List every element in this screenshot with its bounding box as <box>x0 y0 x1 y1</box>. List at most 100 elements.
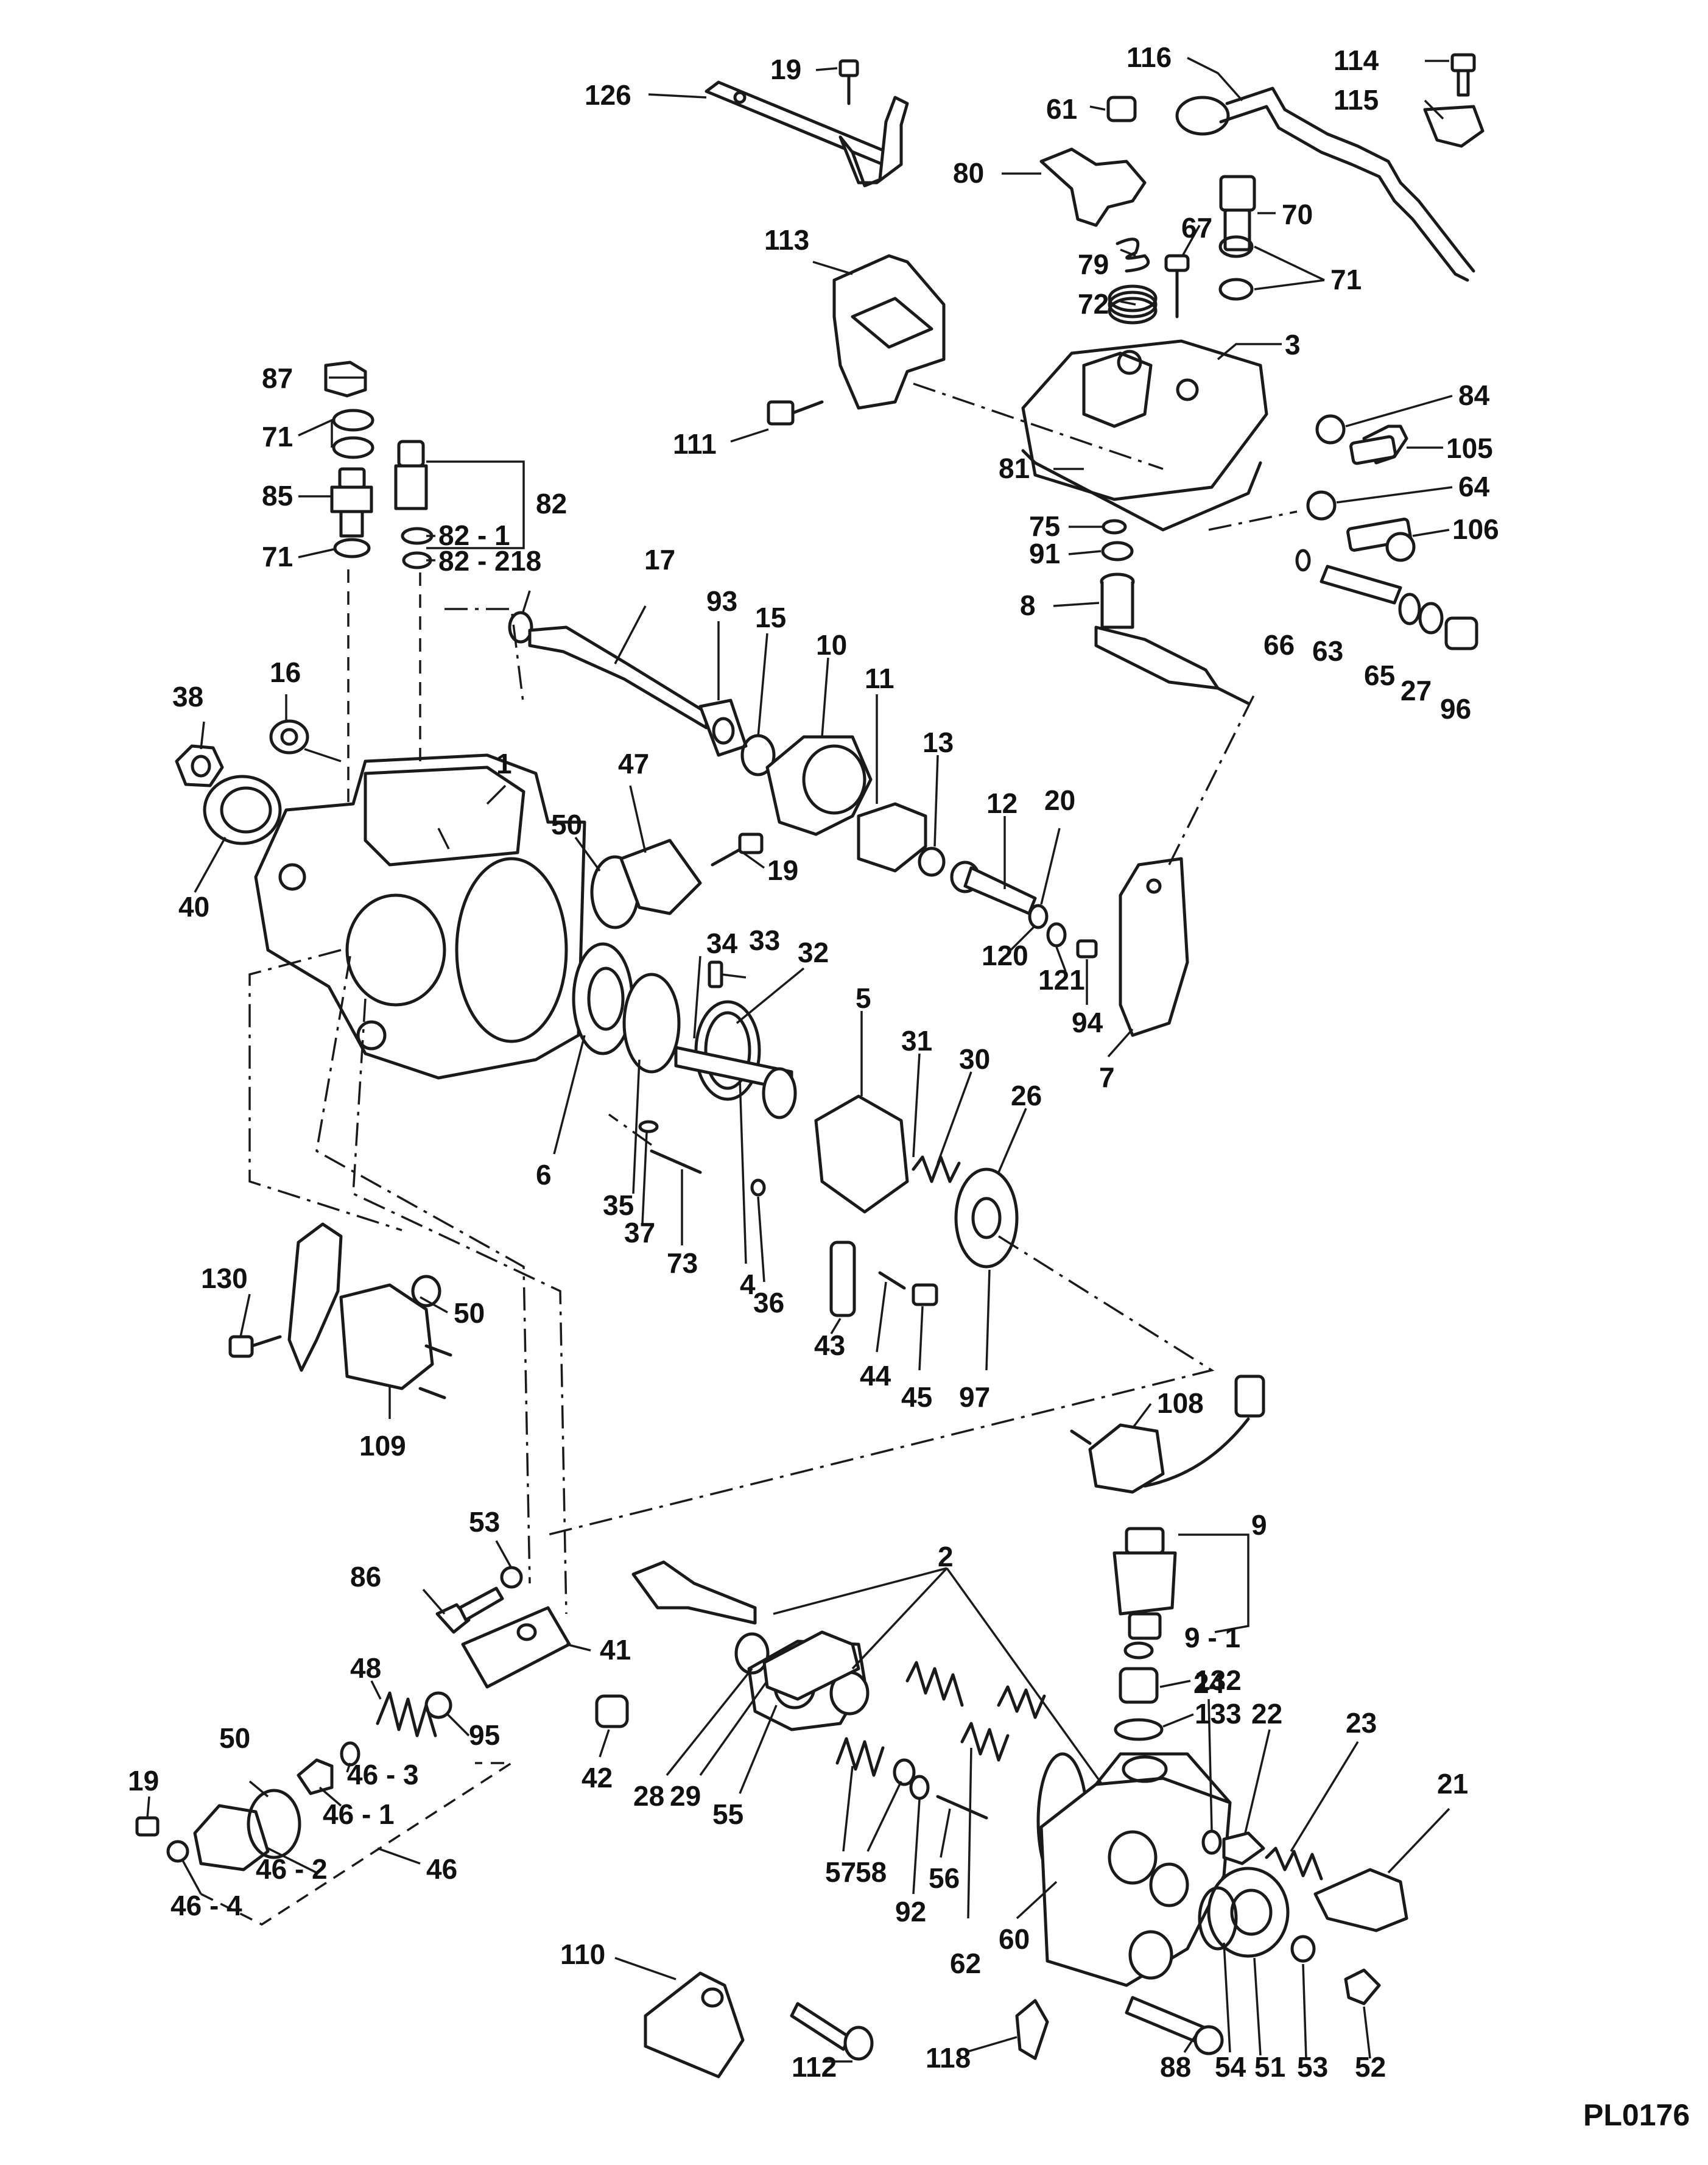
part-9-1-oring <box>1123 1641 1154 1660</box>
callout-133: 133 <box>1195 1698 1242 1730</box>
part-35-plate <box>622 973 681 1074</box>
part-56-pin <box>936 1795 988 1820</box>
part-46-valve-subassy <box>135 1741 515 1926</box>
part-96-cap <box>1444 616 1478 650</box>
part-106-bolt <box>1346 518 1416 562</box>
callout-42: 42 <box>582 1762 613 1794</box>
part-95-washer <box>424 1691 452 1719</box>
part-118-clip <box>1015 1999 1049 2060</box>
part-13-nut <box>918 847 946 877</box>
callout-5: 5 <box>856 982 871 1014</box>
callout-17: 17 <box>644 544 675 576</box>
part-75-seal <box>1102 519 1127 535</box>
part-24-washer <box>1201 1829 1222 1855</box>
callout-34: 34 <box>706 928 738 959</box>
part-79-spring <box>1116 238 1150 273</box>
callout-108: 108 <box>1157 1387 1204 1419</box>
part-54-oring <box>1198 1886 1238 1951</box>
callout-19-mid: 19 <box>767 854 798 886</box>
callout-75: 75 <box>1029 510 1060 542</box>
callout-31: 31 <box>901 1025 932 1057</box>
part-45-block <box>912 1283 938 1306</box>
part-92-washer <box>909 1775 930 1800</box>
part-94-screw <box>1076 939 1098 959</box>
callout-61: 61 <box>1046 93 1077 125</box>
callout-62: 62 <box>950 1948 981 1979</box>
part-116-rod <box>1175 86 1475 282</box>
part-27-nut <box>1418 602 1444 635</box>
callout-106: 106 <box>1452 513 1499 545</box>
part-5-coupling <box>762 1067 909 1214</box>
callout-121: 121 <box>1038 964 1085 996</box>
part-114-bolt <box>1450 53 1476 97</box>
part-10-rotor <box>765 735 873 836</box>
callout-37: 37 <box>624 1217 655 1248</box>
part-8-lever-shaft <box>1094 572 1250 705</box>
callout-86: 86 <box>350 1561 381 1593</box>
callout-10: 10 <box>816 629 847 661</box>
callout-66: 66 <box>1263 629 1295 661</box>
part-23-spring <box>1265 1846 1323 1881</box>
part-58-washer <box>893 1758 916 1786</box>
callout-80: 80 <box>953 157 984 189</box>
callout-82-2: 82 - 2 <box>438 545 510 577</box>
callout-46-4: 46 - 4 <box>170 1890 242 1921</box>
part-73-pin <box>650 1149 702 1174</box>
callout-82-1: 82 - 1 <box>438 519 510 551</box>
callout-4: 4 <box>740 1269 756 1300</box>
callout-11: 11 <box>865 663 894 694</box>
callout-115: 115 <box>1334 84 1379 116</box>
callout-46-3: 46 - 3 <box>347 1759 419 1790</box>
part-9-valve <box>1112 1527 1177 1640</box>
part-81-gasket <box>1021 449 1262 532</box>
callout-26: 26 <box>1011 1080 1042 1111</box>
part-121-washer <box>1046 922 1067 948</box>
part-16-washer <box>269 719 309 755</box>
callout-70: 70 <box>1282 199 1313 230</box>
leader-lines <box>146 57 1453 2063</box>
assembly-center-lines <box>248 382 1298 1614</box>
part-80-lever <box>1039 147 1147 227</box>
callout-116: 116 <box>1126 41 1172 73</box>
callout-60: 60 <box>999 1923 1030 1955</box>
callout-27: 27 <box>1400 675 1432 706</box>
part-11-block <box>857 802 927 873</box>
callout-18: 18 <box>510 545 541 577</box>
part-57-spring <box>835 1737 885 1777</box>
callout-63: 63 <box>1312 635 1343 667</box>
callout-48: 48 <box>350 1652 381 1684</box>
part-70-bolt <box>1219 175 1256 252</box>
part-105-bolt <box>1349 424 1408 465</box>
callout-71-left-a: 71 <box>262 421 293 452</box>
callout-84: 84 <box>1458 379 1490 411</box>
callout-53-left: 53 <box>469 1506 500 1538</box>
part-43-pin <box>829 1241 856 1317</box>
part-44-pin <box>878 1271 906 1290</box>
callout-19-left: 19 <box>128 1765 159 1797</box>
callout-50-left: 50 <box>219 1722 250 1754</box>
part-19-bolt <box>838 59 859 105</box>
callout-67: 67 <box>1181 212 1212 244</box>
part-32-gear <box>694 1000 761 1101</box>
callout-96: 96 <box>1440 693 1471 725</box>
part-53-washer-right <box>1290 1935 1316 1963</box>
callout-54: 54 <box>1215 2051 1246 2083</box>
part-112-bolt <box>790 2002 874 2061</box>
part-52-plug <box>1344 1968 1381 2005</box>
callout-38: 38 <box>172 681 203 713</box>
callout-112: 112 <box>792 2051 837 2083</box>
part-53-washer-left <box>500 1566 523 1589</box>
part-88-bolt <box>1125 1996 1224 2055</box>
part-71-washer-top <box>1218 235 1254 301</box>
callout-52: 52 <box>1355 2051 1386 2083</box>
part-115-clip <box>1423 105 1485 148</box>
part-66-oring <box>1295 549 1311 572</box>
callout-81: 81 <box>999 452 1030 484</box>
part-36-ball <box>750 1178 766 1197</box>
callout-82: 82 <box>536 488 567 519</box>
part-33-key <box>708 960 723 988</box>
callout-58: 58 <box>856 1856 887 1888</box>
part-19-bolt-mid <box>711 833 764 867</box>
part-1-housing <box>254 753 586 1080</box>
part-3-cover <box>1021 339 1268 501</box>
